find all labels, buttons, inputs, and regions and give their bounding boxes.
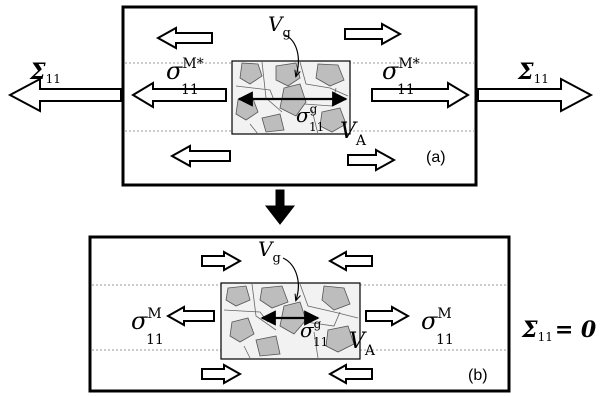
panel-b-frame <box>88 235 511 393</box>
panel-a-small-arrow-top-right <box>344 22 403 46</box>
panel-b-va-label: VA <box>349 329 376 359</box>
panel-b-vg-label: Vg <box>258 237 281 266</box>
panel-a-matrix-arrow-left <box>131 81 227 109</box>
panel-a-grain-aggregate <box>231 60 351 135</box>
panel-b-matrix-stress-label-right: σM <box>421 306 452 335</box>
panel-a-matrix-stress-label-right: σM* <box>382 56 420 85</box>
panel-a-grain-stress-sub: 11 <box>309 120 324 134</box>
transition-arrow <box>264 189 296 225</box>
panel-b-matrix-stress-sub-left: 11 <box>146 332 164 348</box>
panel-b: Vg σM 11 σM 11 σg 11 VA (b) Σ11= 0 <box>88 235 597 393</box>
panel-a-remote-stress-left: Σ11 <box>29 59 61 86</box>
panel-b-matrix-stress-label-left: σM <box>131 306 162 335</box>
panel-a-remote-arrow-left <box>7 77 122 113</box>
panel-a-small-arrow-top-left <box>155 26 213 50</box>
panel-a-remote-arrow-right <box>477 77 594 113</box>
panel-a-matrix-stress-sub-left: 11 <box>181 82 199 98</box>
panel-b-grain-stress-label: σg <box>300 317 322 342</box>
panel-a-small-arrow-bottom-left <box>169 144 231 168</box>
panel-b-grain-stress-sub: 11 <box>313 335 328 349</box>
panel-a-vg-label: Vg <box>268 12 291 41</box>
panel-a-remote-stress-right: Σ11 <box>517 59 549 86</box>
panel-a-label: (a) <box>426 149 446 166</box>
panel-a: Vg σM* 11 σM* 11 σg 11 VA (a) Σ11 Σ11 <box>7 5 594 187</box>
panel-a-matrix-stress-label-left: σM* <box>166 56 204 85</box>
panel-b-small-arrow-top-left <box>201 250 243 272</box>
panel-b-remote-condition: Σ11= 0 <box>521 317 597 344</box>
panel-a-matrix-arrow-right <box>371 81 470 109</box>
panel-b-matrix-arrow-left <box>165 305 215 327</box>
panel-a-small-arrow-bottom-right <box>347 148 397 172</box>
panel-b-vg-pointer <box>282 257 298 300</box>
panel-b-matrix-arrow-right <box>365 305 411 327</box>
panel-a-grain-stress-label: σg <box>296 102 318 127</box>
panel-b-label: (b) <box>468 367 488 384</box>
panel-b-grain-aggregate <box>220 282 361 360</box>
panel-a-vg-pointer <box>284 34 298 76</box>
panel-a-matrix-stress-sub-right: 11 <box>397 82 415 98</box>
panel-b-small-arrow-top-right <box>327 250 373 272</box>
panel-b-small-arrow-bottom-right <box>327 363 373 385</box>
panel-b-small-arrow-bottom-left <box>201 363 243 385</box>
panel-b-matrix-stress-sub-right: 11 <box>436 332 454 348</box>
panel-a-va-label: VA <box>340 119 367 149</box>
